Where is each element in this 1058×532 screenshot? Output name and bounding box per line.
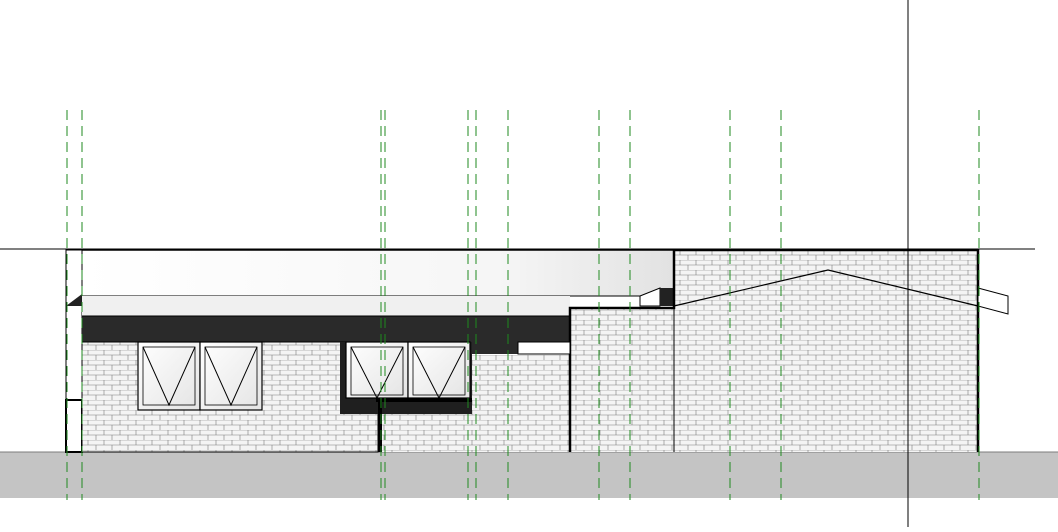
brick-wall-step: [570, 308, 674, 452]
window-bay-2: [407, 341, 471, 400]
window-left-2: [199, 341, 263, 411]
gable-outline: [673, 269, 1009, 315]
brick-wall-right: [674, 250, 978, 452]
soffit-band: [82, 296, 570, 342]
left-wall: [65, 249, 83, 453]
window-left-1: [137, 341, 201, 411]
grid-lines: [66, 110, 980, 500]
roof-fascia: [81, 249, 674, 307]
ground-slab: [0, 452, 1058, 498]
window-bay-1: [345, 341, 409, 400]
windows: [137, 341, 571, 411]
small-vent-window: [517, 341, 571, 355]
